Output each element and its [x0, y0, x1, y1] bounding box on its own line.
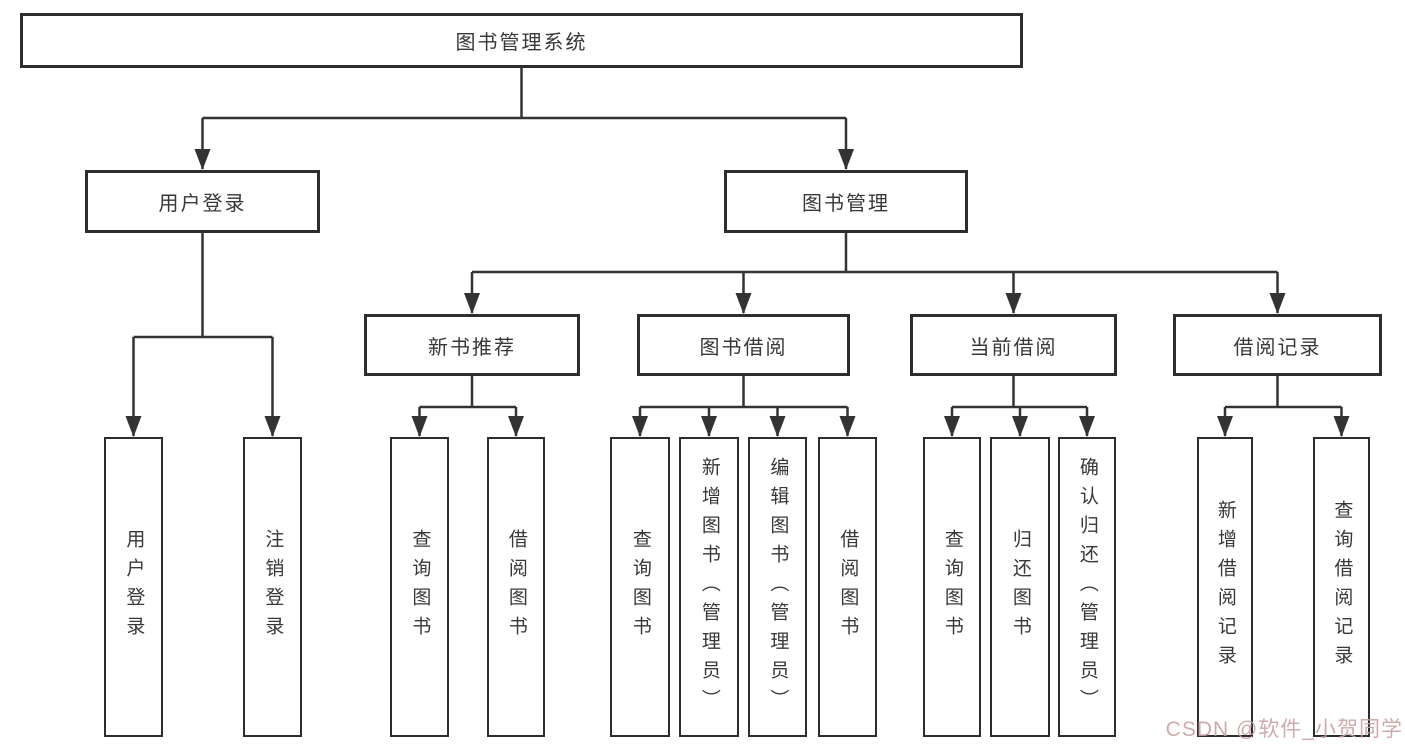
node-new-book-recommend: 新书推荐 [364, 314, 580, 376]
arrow-down-icon [411, 416, 428, 437]
leaf-confirm-return-admin: 确认归还（管理员） [1058, 437, 1116, 737]
node-user-login: 用户登录 [85, 170, 320, 233]
node-borrow-records: 借阅记录 [1173, 314, 1382, 376]
arrow-down-icon [1005, 293, 1022, 314]
arrow-down-icon [1269, 293, 1286, 314]
watermark-text: CSDN @软件_小贺同学 [1165, 718, 1403, 741]
arrow-down-icon [701, 416, 717, 437]
node-root-system: 图书管理系统 [20, 13, 1023, 68]
leaf-add-borrow-record: 新增借阅记录 [1197, 437, 1253, 737]
leaf-logout: 注销登录 [243, 437, 302, 737]
node-book-borrow: 图书借阅 [637, 314, 850, 376]
connector-user-login-children [125, 233, 281, 437]
arrow-down-icon [839, 416, 856, 437]
arrow-down-icon [194, 149, 211, 170]
connector-new-book-children [411, 376, 524, 437]
arrow-down-icon [632, 416, 648, 437]
arrow-down-icon [1217, 416, 1233, 437]
node-current-borrow: 当前借阅 [910, 314, 1117, 376]
leaf-add-books-admin: 新增图书（管理员） [679, 437, 739, 737]
arrow-down-icon [464, 293, 480, 314]
connector-borrow-records-children [1217, 376, 1350, 437]
leaf-return-books: 归还图书 [990, 437, 1050, 737]
arrow-down-icon [1012, 416, 1028, 437]
connector-book-management-children [464, 233, 1286, 314]
arrow-down-icon [769, 416, 786, 437]
connector-root-to-level1 [194, 68, 854, 170]
arrow-down-icon [508, 416, 524, 437]
arrow-down-icon [944, 416, 960, 437]
leaf-edit-books-admin: 编辑图书（管理员） [748, 437, 807, 737]
arrow-down-icon [1333, 416, 1350, 437]
leaf-query-books-borrow: 查询图书 [610, 437, 670, 737]
connector-book-borrow-children [632, 376, 856, 437]
leaf-user-login: 用户登录 [104, 437, 163, 737]
leaf-query-books-recommend: 查询图书 [390, 437, 449, 737]
node-book-management: 图书管理 [724, 170, 968, 233]
arrow-down-icon [1079, 416, 1095, 437]
arrow-down-icon [125, 416, 142, 437]
arrow-down-icon [264, 416, 281, 437]
connector-current-borrow-children [944, 376, 1095, 437]
leaf-query-borrow-record: 查询借阅记录 [1313, 437, 1370, 737]
leaf-query-books-current: 查询图书 [923, 437, 981, 737]
leaf-borrow-books: 借阅图书 [818, 437, 877, 737]
arrow-down-icon [735, 293, 752, 314]
arrow-down-icon [838, 149, 854, 170]
leaf-borrow-books-recommend: 借阅图书 [487, 437, 545, 737]
